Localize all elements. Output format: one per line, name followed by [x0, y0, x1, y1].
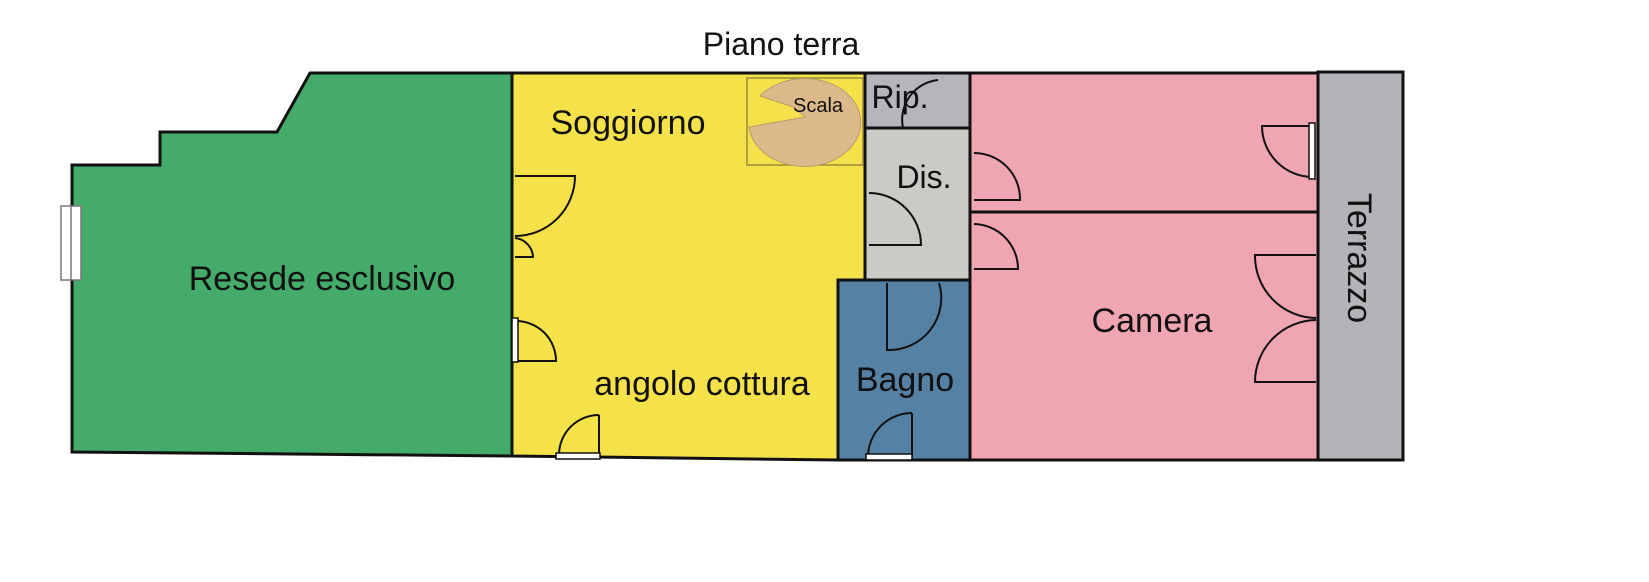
label-scala: Scala: [793, 95, 844, 117]
room-camera: [968, 71, 1320, 462]
label-resede: Resede esclusivo: [189, 260, 455, 298]
plan-title: Piano terra: [703, 26, 860, 62]
label-camera: Camera: [1092, 302, 1213, 340]
label-cottura: angolo cottura: [594, 365, 810, 403]
room-ripostiglio: [863, 71, 972, 130]
door-icons: [511, 79, 1317, 461]
label-terrazzo: Terrazzo: [1340, 193, 1378, 323]
label-disimpegno: Dis.: [896, 159, 951, 195]
label-soggiorno: Soggiorno: [550, 104, 705, 142]
stair-icon: [748, 78, 862, 167]
label-bagno: Bagno: [856, 361, 954, 399]
room-disimpegno: [863, 126, 972, 282]
room-resede: [70, 71, 514, 458]
label-ripostiglio: Rip.: [872, 79, 929, 115]
room-terrazzo: [1316, 70, 1405, 462]
